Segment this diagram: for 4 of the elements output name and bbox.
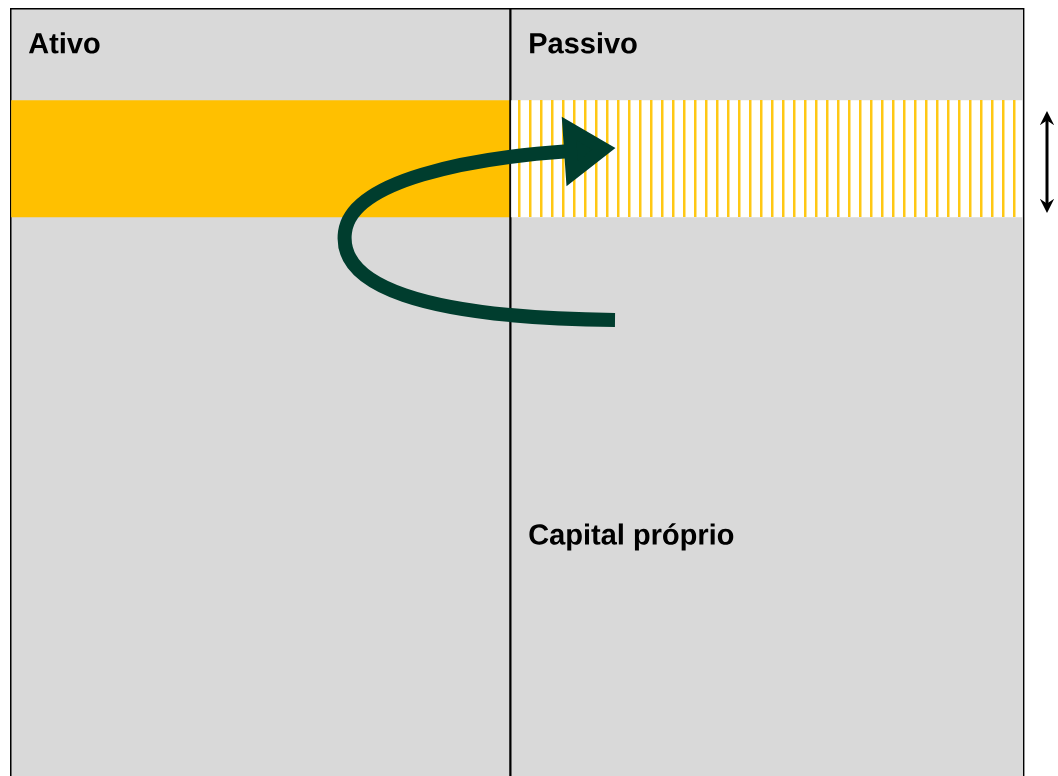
highlighted-band [11,100,511,218]
node-label: Ativo [28,32,100,54]
striped-band [511,100,1023,218]
curved-arrow [338,116,616,327]
